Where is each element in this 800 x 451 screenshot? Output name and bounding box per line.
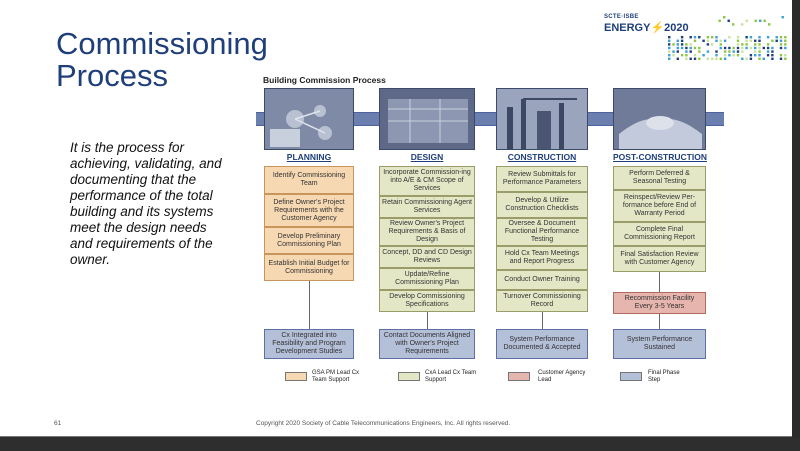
legend-swatch-orange — [285, 372, 307, 381]
recommission-box: Recommission Facility Every 3-5 Years — [613, 292, 706, 314]
step-box: Review Owner's Project Requirements & Ba… — [379, 218, 475, 246]
post-construction-photo — [613, 88, 706, 150]
legend-swatch-red — [508, 372, 530, 381]
logo-energy: ENERGY — [604, 22, 651, 34]
step-box: Update/Refine Commissioning Plan — [379, 268, 475, 290]
dot-pattern-icon — [668, 16, 787, 60]
planning-photo — [264, 88, 354, 150]
diagram-title: Building Commission Process — [263, 75, 386, 85]
legend-label: CxA Lead Cx Team Support — [425, 370, 477, 383]
final-step-box: Cx Integrated into Feasibility and Progr… — [264, 329, 354, 359]
step-box: Concept, DD and CD Design Reviews — [379, 246, 475, 268]
step-box: Oversee & Document Functional Performanc… — [496, 218, 588, 246]
step-box: Incorporate Commission-ing into A/E & CM… — [379, 166, 475, 196]
step-box: Define Owner's Project Requirements with… — [264, 194, 354, 227]
timeline-bar — [256, 112, 724, 126]
step-box: Perform Deferred & Seasonal Testing — [613, 166, 706, 190]
connector-line — [659, 314, 660, 329]
legend-label: GSA PM Lead Cx Team Support — [312, 370, 360, 383]
step-box: Complete Final Commissioning Report — [613, 222, 706, 246]
page-number: 61 — [54, 420, 62, 427]
step-box: Develop & Utilize Construction Checklist… — [496, 192, 588, 218]
phase-design: DESIGN — [410, 152, 444, 162]
phase-post-construction: POST-CONSTRUCTION — [613, 152, 707, 162]
legend-label: Final Phase Step — [648, 370, 680, 383]
window-edge-right — [792, 0, 800, 451]
step-box: Identify Commissioning Team — [264, 166, 354, 194]
construction-photo — [496, 88, 588, 150]
logo-year: 2020 — [664, 22, 689, 34]
legend-label: Customer Agency Lead — [538, 370, 586, 383]
window-edge-bottom — [0, 437, 800, 451]
lightning-icon: ⚡ — [650, 22, 665, 34]
final-step-box: System Performance Sustained — [613, 329, 706, 359]
slide: Commissioning Process It is the process … — [0, 0, 792, 437]
copyright: Copyright 2020 Society of Cable Telecomm… — [256, 420, 511, 427]
final-step-box: Contact Documents Aligned with Owner's P… — [379, 329, 475, 359]
connector-line — [427, 312, 428, 329]
legend-swatch-blue — [620, 372, 642, 381]
final-step-box: System Performance Documented & Accepted — [496, 329, 588, 359]
step-box: Develop Commissioning Specifications — [379, 290, 475, 312]
slide-title: Commissioning Process — [56, 28, 268, 92]
connector-line — [309, 281, 310, 329]
definition-text: It is the process for achieving, validat… — [70, 140, 222, 267]
title-line-1: Commissioning — [56, 26, 268, 61]
legend-swatch-green — [398, 372, 420, 381]
step-box: Reinspect/Review Per-formance before End… — [613, 190, 706, 222]
design-photo — [379, 88, 475, 150]
step-box: Review Submittals for Performance Parame… — [496, 166, 588, 192]
step-box: Conduct Owner Training — [496, 270, 588, 290]
step-box: Retain Commissioning Agent Services — [379, 196, 475, 218]
energy-2020-logo: SCTE·ISBE ENERGY⚡2020 — [604, 12, 792, 62]
step-box: Establish Initial Budget for Commissioni… — [264, 254, 354, 281]
phase-planning: PLANNING — [286, 152, 332, 162]
connector-line — [659, 272, 660, 292]
title-line-2: Process — [56, 58, 168, 93]
logo-org: SCTE·ISBE — [604, 14, 639, 20]
step-box: Hold Cx Team Meetings and Report Progres… — [496, 246, 588, 270]
phase-construction: CONSTRUCTION — [507, 152, 577, 162]
step-box: Turnover Commissioning Record — [496, 290, 588, 312]
step-box: Final Satisfaction Review with Customer … — [613, 246, 706, 272]
logo-wordmark: ENERGY⚡2020 — [604, 21, 689, 34]
step-box: Develop Preliminary Commissioning Plan — [264, 227, 354, 254]
connector-line — [542, 312, 543, 329]
